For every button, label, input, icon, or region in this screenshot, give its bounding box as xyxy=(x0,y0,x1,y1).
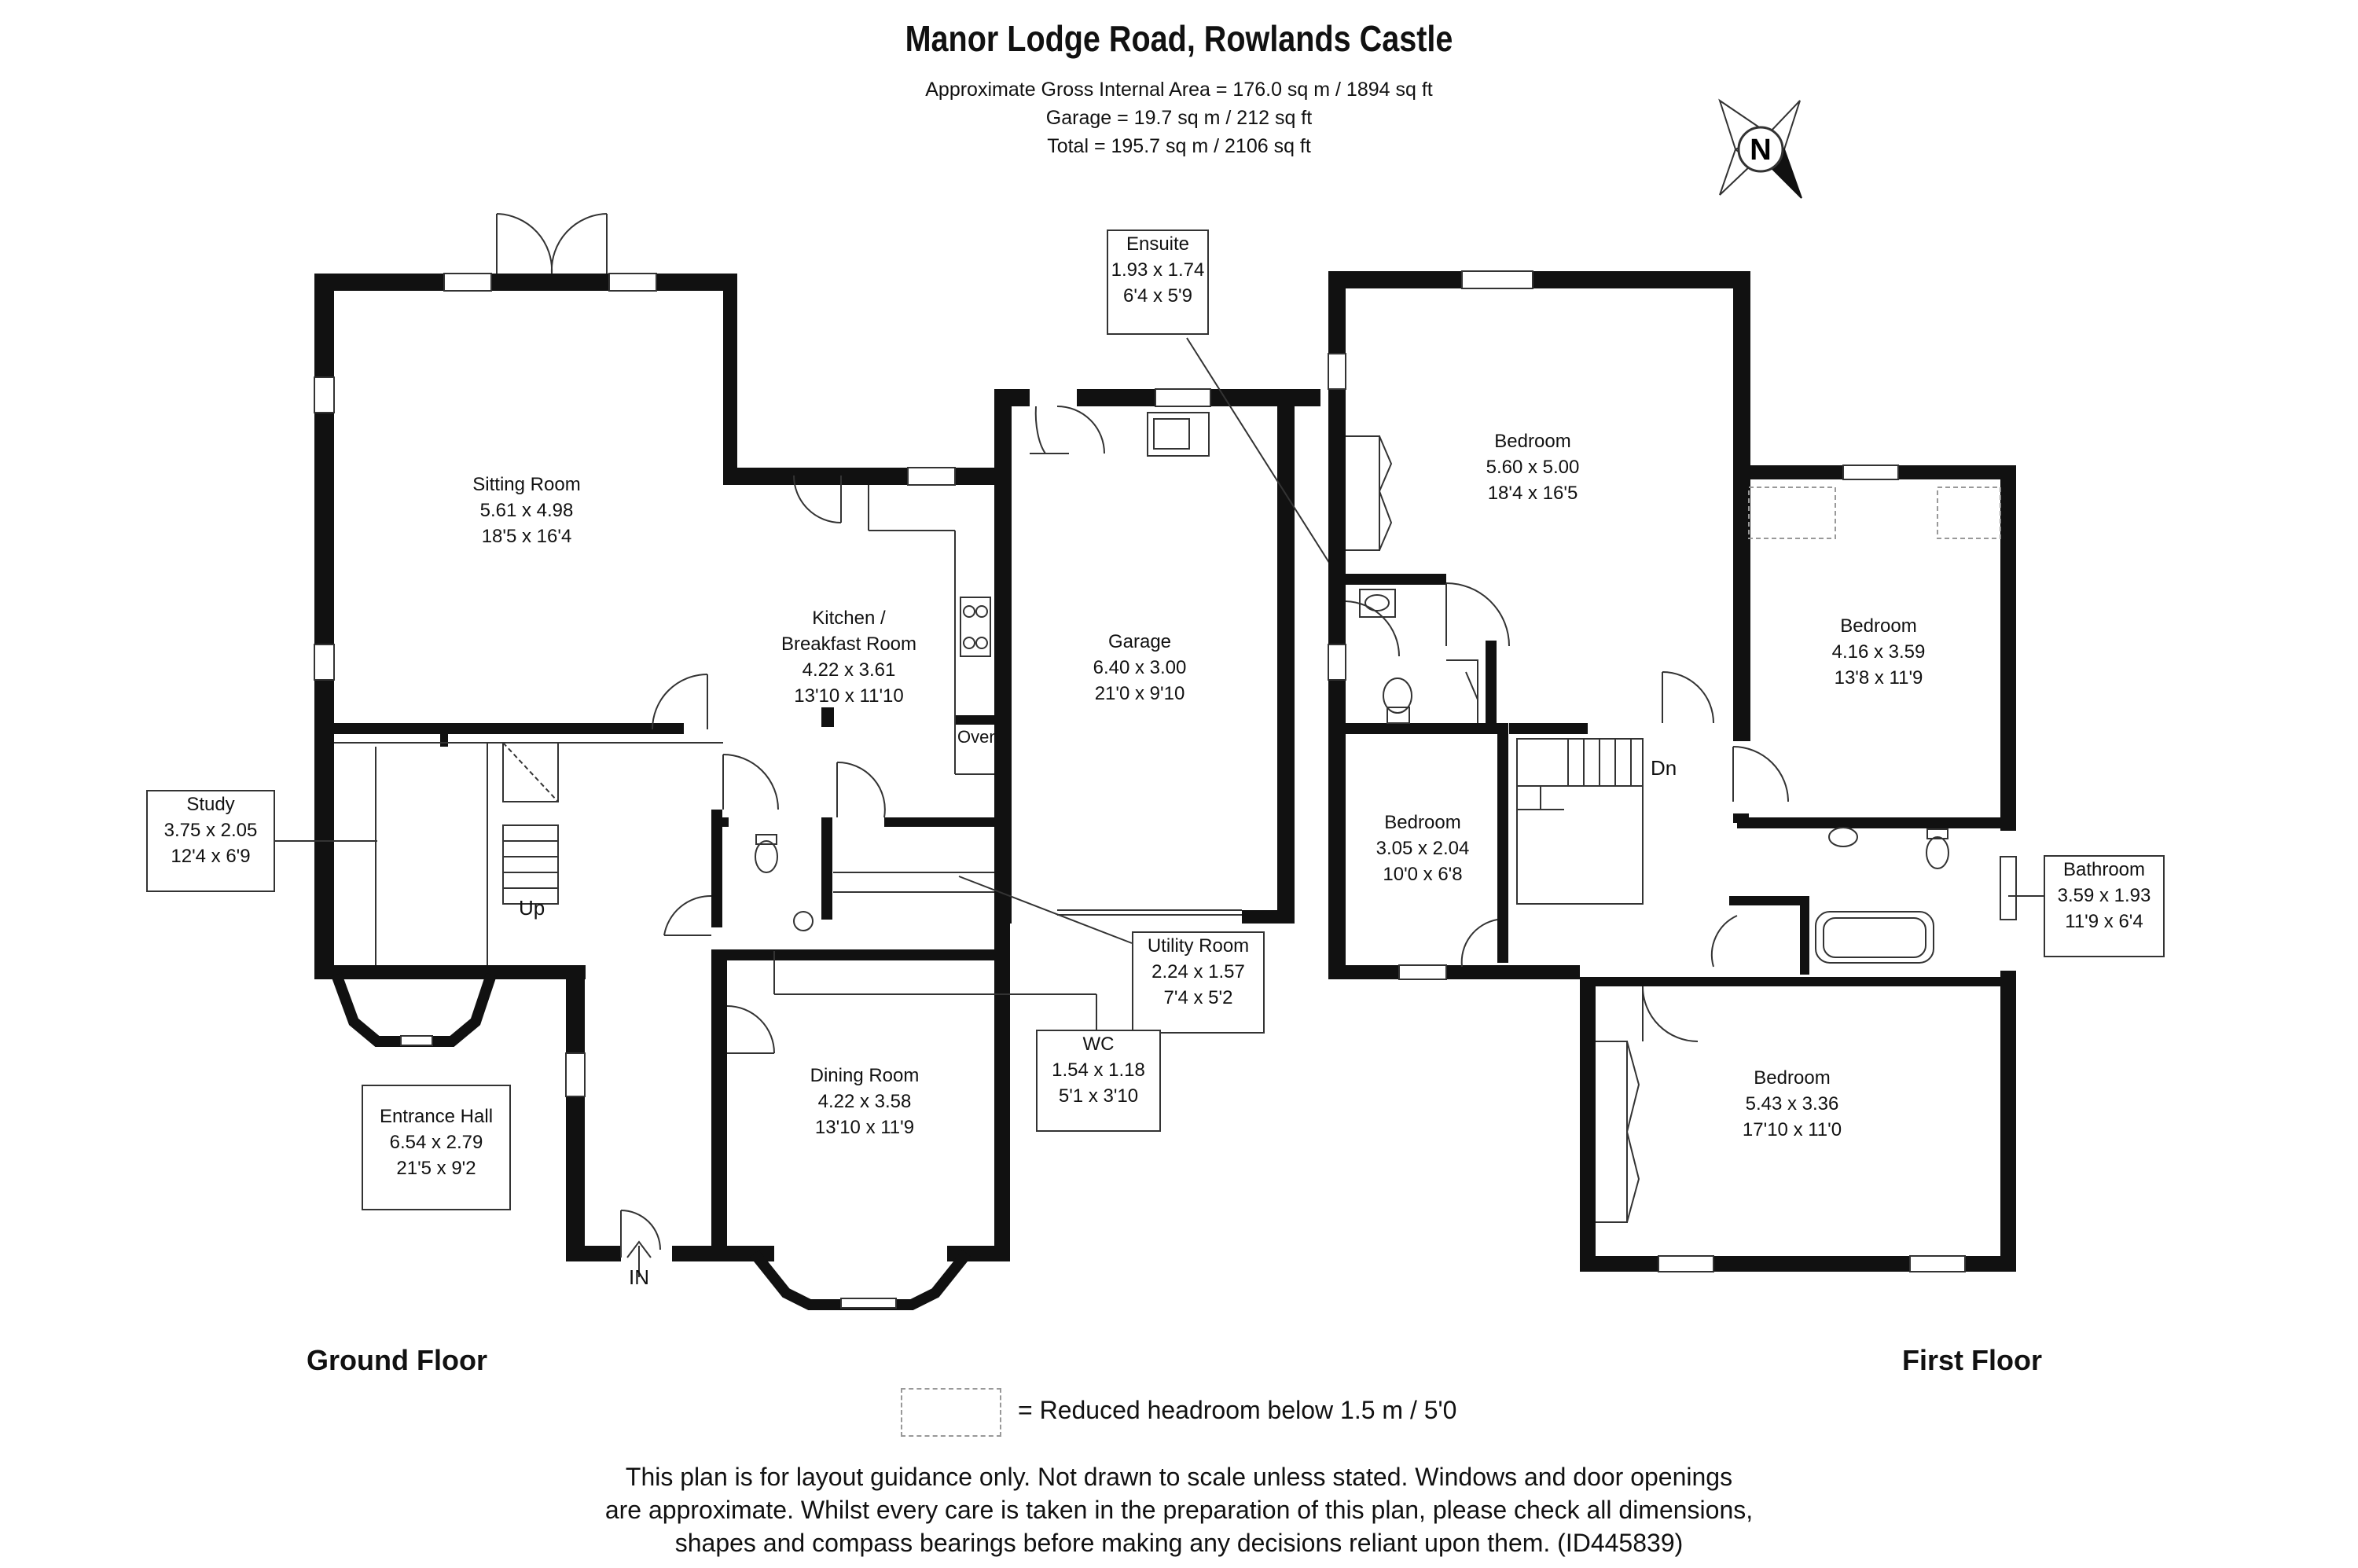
ensuite-imperial: 6'4 x 5'9 xyxy=(1123,285,1192,307)
bedroom-3-imperial: 10'0 x 6'8 xyxy=(1383,864,1463,885)
kitchen-name-line2: Breakfast Room xyxy=(780,633,917,655)
compass-icon xyxy=(1718,98,1802,199)
bathroom-name: Bathroom xyxy=(2062,859,2146,880)
entrance-hall-name: Entrance Hall xyxy=(379,1106,494,1127)
utility-room-name: Utility Room xyxy=(1147,935,1250,957)
study-imperial: 12'4 x 6'9 xyxy=(171,846,251,867)
bedroom-2-metric: 4.16 x 3.59 xyxy=(1831,641,1926,663)
gross-area-line: Approximate Gross Internal Area = 176.0 … xyxy=(925,79,1433,101)
garage-name: Garage xyxy=(1107,631,1172,652)
ensuite-name: Ensuite xyxy=(1126,233,1190,255)
wc-name: WC xyxy=(1082,1034,1115,1055)
ensuite-metric: 1.93 x 1.74 xyxy=(1111,259,1205,281)
first-floor-windows xyxy=(1328,270,2017,1272)
entrance-hall-imperial: 21'5 x 9'2 xyxy=(396,1158,476,1179)
bathroom-callout: Bathroom 3.59 x 1.93 11'9 x 6'4 xyxy=(2044,855,2165,957)
utility-room-callout: Utility Room 2.24 x 1.57 7'4 x 5'2 xyxy=(1132,931,1265,1034)
kitchen-metric: 4.22 x 3.61 xyxy=(802,659,896,681)
sitting-room-label: Sitting Room 5.61 x 4.98 18'5 x 16'4 xyxy=(440,472,613,549)
ensuite-callout: Ensuite 1.93 x 1.74 6'4 x 5'9 xyxy=(1107,230,1209,335)
bedroom-4-label: Bedroom 5.43 x 3.36 17'10 x 11'0 xyxy=(1713,1065,1871,1143)
disclaimer-line-3: shapes and compass bearings before makin… xyxy=(674,1529,1684,1557)
garage-imperial: 21'0 x 9'10 xyxy=(1094,683,1185,704)
garage-area-line: Garage = 19.7 sq m / 212 sq ft xyxy=(1045,107,1313,129)
total-area-line: Total = 195.7 sq m / 2106 sq ft xyxy=(1047,135,1311,157)
study-name: Study xyxy=(186,794,235,815)
ground-wc-fixtures xyxy=(755,834,814,931)
reduced-headroom-areas xyxy=(1748,487,2001,539)
wc-imperial: 5'1 x 3'10 xyxy=(1058,1085,1139,1107)
stairs-down-label: Dn xyxy=(1651,756,1677,780)
entrance-in-label: IN xyxy=(629,1265,649,1289)
bedroom-4-name: Bedroom xyxy=(1754,1067,1831,1089)
wc-metric: 1.54 x 1.18 xyxy=(1052,1059,1145,1081)
entrance-hall-callout: Entrance Hall 6.54 x 2.79 21'5 x 9'2 xyxy=(362,1085,511,1210)
bathroom-metric: 3.59 x 1.93 xyxy=(2057,885,2151,906)
reduced-headroom-legend-text: = Reduced headroom below 1.5 m / 5'0 xyxy=(1018,1396,1457,1424)
bedroom-1-label: Bedroom 5.60 x 5.00 18'4 x 16'5 xyxy=(1454,428,1611,506)
utility-room-imperial: 7'4 x 5'2 xyxy=(1163,987,1233,1008)
wc-callout: WC 1.54 x 1.18 5'1 x 3'10 xyxy=(1036,1030,1161,1132)
compass-north-label: N xyxy=(1750,134,1771,167)
kitchen-label: Kitchen / Breakfast Room 4.22 x 3.61 13'… xyxy=(770,605,927,709)
garage-label: Garage 6.40 x 3.00 21'0 x 9'10 xyxy=(1061,629,1218,707)
plan-title: Manor Lodge Road, Rowlands Castle xyxy=(905,18,1453,59)
bedroom-3-label: Bedroom 3.05 x 2.04 10'0 x 6'8 xyxy=(1352,810,1493,887)
ground-floor-internal-lines xyxy=(274,337,1337,1030)
bedroom-4-imperial: 17'10 x 11'0 xyxy=(1742,1119,1842,1140)
hob-icon xyxy=(963,605,988,649)
bedroom-2-imperial: 13'8 x 11'9 xyxy=(1834,667,1923,689)
reduced-headroom-legend-swatch xyxy=(901,1388,1001,1437)
stairs-up-label: Up xyxy=(519,896,545,920)
study-metric: 3.75 x 2.05 xyxy=(163,820,258,841)
bathroom-imperial: 11'9 x 6'4 xyxy=(2065,911,2143,932)
first-floor-label: First Floor xyxy=(1902,1344,2042,1376)
dining-room-imperial: 13'10 x 11'9 xyxy=(814,1117,915,1138)
bedroom-1-metric: 5.60 x 5.00 xyxy=(1486,457,1580,478)
ground-floor-windows xyxy=(314,273,1211,1309)
ground-floor-door-swings xyxy=(620,406,1105,1277)
sitting-room-name: Sitting Room xyxy=(472,474,581,495)
bedroom-3-metric: 3.05 x 2.04 xyxy=(1376,838,1470,859)
oven-label: Oven xyxy=(957,727,999,747)
utility-room-metric: 2.24 x 1.57 xyxy=(1151,961,1245,982)
bedroom-3-name: Bedroom xyxy=(1384,812,1461,833)
study-callout: Study 3.75 x 2.05 12'4 x 6'9 xyxy=(146,790,275,892)
sitting-room-imperial: 18'5 x 16'4 xyxy=(481,526,572,547)
first-floor-door-swings xyxy=(1345,582,1789,1042)
kitchen-imperial: 13'10 x 11'10 xyxy=(794,685,904,707)
bedroom-1-imperial: 18'4 x 16'5 xyxy=(1487,483,1578,504)
first-floor-internal-lines xyxy=(1346,435,2044,1223)
disclaimer-line-1: This plan is for layout guidance only. N… xyxy=(625,1463,1733,1491)
dining-room-name: Dining Room xyxy=(810,1065,920,1086)
garage-metric: 6.40 x 3.00 xyxy=(1093,657,1187,678)
sitting-room-metric: 5.61 x 4.98 xyxy=(479,500,574,521)
dining-bay-window xyxy=(750,1250,971,1310)
kitchen-name: Kitchen / xyxy=(812,608,886,629)
ground-floor-label: Ground Floor xyxy=(307,1344,487,1376)
sitting-room-french-doors xyxy=(496,213,608,274)
disclaimer-line-2: are approximate. Whilst every care is ta… xyxy=(604,1496,1754,1524)
dining-room-label: Dining Room 4.22 x 3.58 13'10 x 11'9 xyxy=(786,1063,943,1140)
bedroom-2-name: Bedroom xyxy=(1840,615,1917,637)
entrance-hall-metric: 6.54 x 2.79 xyxy=(389,1132,483,1153)
bedroom-2-label: Bedroom 4.16 x 3.59 13'8 x 11'9 xyxy=(1800,613,1957,691)
bedroom-1-name: Bedroom xyxy=(1494,431,1571,452)
bedroom-4-metric: 5.43 x 3.36 xyxy=(1745,1093,1839,1114)
study-bay-window xyxy=(331,972,497,1047)
first-floor-walls xyxy=(1328,271,2016,1272)
dining-room-metric: 4.22 x 3.58 xyxy=(817,1091,912,1112)
